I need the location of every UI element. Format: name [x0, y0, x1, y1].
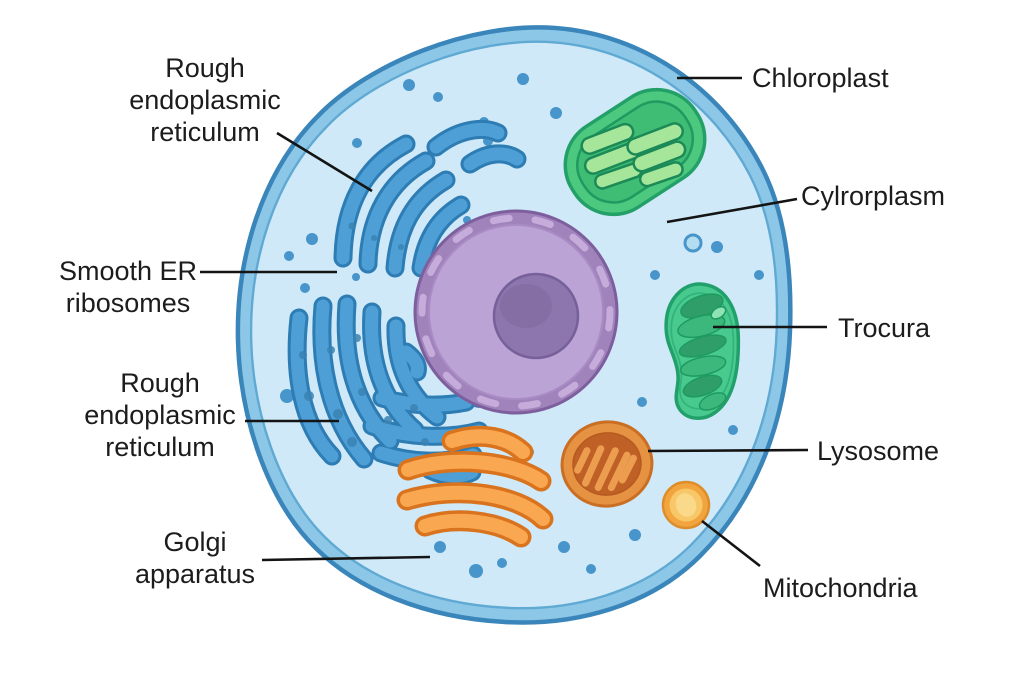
ridge	[607, 451, 631, 492]
crista	[682, 374, 723, 398]
label-golgi: apparatus	[135, 559, 255, 589]
label-golgi: Golgi	[163, 527, 226, 557]
label-rough-er-bottom: endoplasmic	[84, 400, 236, 430]
label-smooth-er: ribosomes	[66, 288, 191, 318]
leader-line-lysosome	[647, 448, 809, 453]
lysosome-ridges	[574, 445, 637, 492]
ribosome-dot	[517, 73, 529, 85]
thylakoid	[638, 161, 684, 188]
nucleolus-shade	[500, 284, 552, 328]
ribosome-dot	[629, 529, 641, 541]
crista-highlight	[710, 305, 727, 320]
label-trocura: Trocura	[838, 313, 931, 343]
ribosome-dot	[728, 425, 738, 435]
label-rough-er-top: Rough	[165, 53, 245, 83]
er-speck	[371, 235, 377, 241]
er-speck	[347, 437, 357, 447]
leader-lines	[200, 76, 827, 568]
leader-line-rough-er-top	[276, 131, 373, 193]
thylakoid	[632, 140, 687, 173]
ridge	[581, 445, 605, 487]
label-lysosome: Lysosome	[817, 436, 939, 466]
ribosome-dot	[637, 397, 647, 407]
nucleus	[413, 209, 619, 415]
ribosome-dot	[558, 541, 570, 553]
ribosome-dot	[550, 107, 562, 119]
ribosome-dot	[280, 389, 294, 403]
er-speck	[348, 222, 356, 230]
crista	[698, 392, 727, 411]
ridge	[618, 454, 637, 484]
er-speck	[398, 244, 404, 250]
trocura-cristae	[677, 293, 727, 411]
ribosome-dot	[586, 564, 596, 574]
ribosome-dot	[711, 241, 723, 253]
er-speck	[304, 391, 314, 401]
er-speckles	[299, 222, 429, 447]
ridge	[594, 447, 619, 491]
trocura-organelle	[661, 279, 746, 422]
ribosome-dot	[300, 283, 310, 293]
label-rough-er-bottom: Rough	[120, 368, 200, 398]
label-cytoplasm: Cylrorplasm	[801, 181, 945, 211]
er-speck	[421, 438, 429, 446]
lysosome-organelle	[560, 420, 654, 508]
label-rough-er-top: endoplasmic	[129, 85, 281, 115]
thylakoid-stacks	[580, 122, 687, 190]
er-ribbon	[382, 398, 466, 405]
label-rough-er-top: reticulum	[150, 117, 260, 147]
crista	[678, 334, 727, 358]
thylakoid	[580, 122, 635, 155]
crista	[679, 355, 727, 377]
ribosome-dot	[469, 564, 483, 578]
label-chloroplast: Chloroplast	[752, 63, 889, 93]
ribosome-dot	[650, 270, 660, 280]
leader-line-golgi	[261, 555, 431, 562]
thylakoid	[626, 122, 684, 156]
er-speck	[353, 334, 361, 342]
leader-line-cytoplasm	[666, 197, 798, 224]
ribosome-dot	[497, 558, 507, 568]
er-speck	[358, 388, 366, 396]
er-speck	[327, 346, 335, 354]
label-mitochondria: Mitochondria	[763, 573, 919, 603]
mitochondria-inner	[675, 493, 697, 517]
mitochondria-organelle	[661, 480, 711, 530]
label-rough-er-bottom: reticulum	[105, 432, 215, 462]
ribosome-dot	[306, 233, 318, 245]
leader-line-mitochondria	[701, 519, 761, 568]
ribosome-dot	[754, 270, 764, 280]
ribosome-dot	[284, 251, 294, 261]
chloroplast	[563, 87, 707, 217]
label-smooth-er: Smooth ER	[59, 256, 197, 286]
er-speck	[384, 416, 392, 424]
nuclear-pores	[418, 214, 614, 410]
ribosome-dot	[352, 138, 362, 148]
er-speck	[333, 409, 343, 419]
ribosome-dot	[403, 79, 415, 91]
vesicle-ring-dot	[683, 233, 703, 253]
ribosome-dot	[433, 92, 443, 102]
ridge	[574, 447, 591, 474]
ribosome-dot	[434, 541, 446, 553]
ribosome-dot	[352, 273, 360, 281]
er-speck	[299, 351, 307, 359]
er-speck	[410, 404, 418, 412]
labels: Rough endoplasmic reticulum Chloroplast …	[59, 53, 945, 603]
